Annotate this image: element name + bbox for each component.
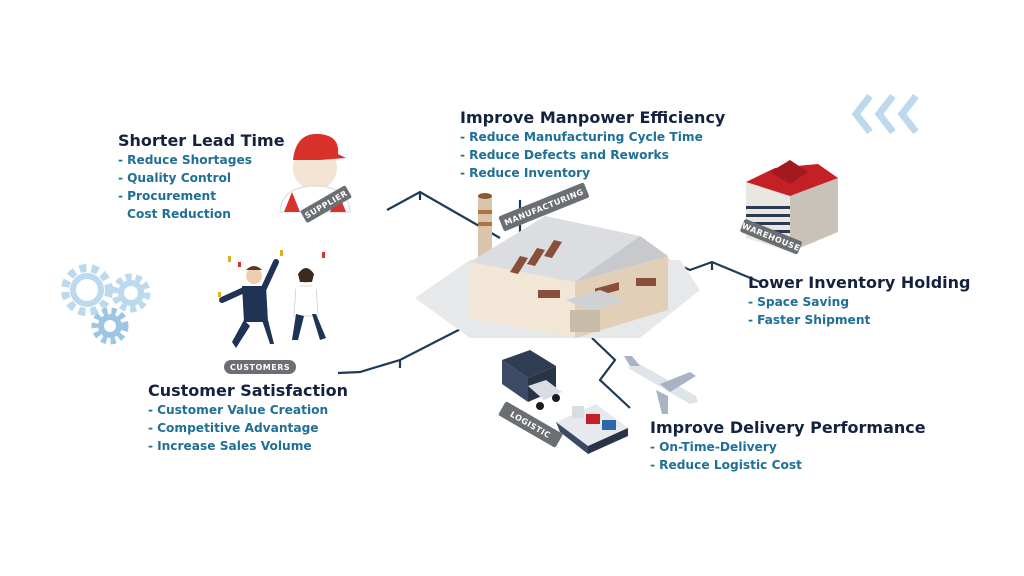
people-icon: CUSTOMERS <box>218 250 326 374</box>
factory-icon: MANUFACTURING <box>470 182 668 338</box>
list-item: Cost Reduction <box>127 207 231 221</box>
customers-label: CUSTOMERS <box>230 363 290 372</box>
list-item: -Reduce Manufacturing Cycle Time <box>460 130 703 144</box>
worker-icon: SUPPLIER <box>279 133 352 223</box>
list-item: -Increase Sales Volume <box>148 439 312 453</box>
customers-title: Customer Satisfaction <box>148 381 349 400</box>
ship-icon <box>556 404 628 454</box>
manufacturing-title: Improve Manpower Efficiency <box>460 108 726 127</box>
customers-benefits: Customer Satisfaction -Customer Value Cr… <box>148 381 348 455</box>
manufacturing-benefits: Improve Manpower Efficiency -Reduce Manu… <box>460 108 725 182</box>
gear-icon <box>61 264 151 345</box>
list-item: -Procurement <box>118 189 217 203</box>
list-item: -Reduce Logistic Cost <box>650 458 803 472</box>
list-item: -Reduce Shortages <box>118 153 252 167</box>
list-item: -Reduce Inventory <box>460 166 591 180</box>
warehouse-icon: WAREHOUSE <box>740 160 838 255</box>
supplier-benefits: Shorter Lead Time -Reduce Shortages -Qua… <box>118 131 285 223</box>
logistic-title: Improve Delivery Performance <box>650 418 926 437</box>
connector-logistic <box>591 337 631 409</box>
list-item: -Faster Shipment <box>748 313 871 327</box>
list-item: -Quality Control <box>118 171 232 185</box>
list-item: -Competitive Advantage <box>148 421 319 435</box>
warehouse-benefits: Lower Inventory Holding -Space Saving -F… <box>748 273 970 329</box>
airplane-icon <box>624 356 698 414</box>
list-item: -Reduce Defects and Reworks <box>460 148 669 162</box>
connector-customers <box>337 319 479 375</box>
list-item: -On-Time-Delivery <box>650 440 777 454</box>
list-item: -Space Saving <box>748 295 850 309</box>
chevron-left-icon <box>851 93 919 135</box>
list-item: -Customer Value Creation <box>148 403 329 417</box>
supplier-title: Shorter Lead Time <box>118 131 285 150</box>
warehouse-title: Lower Inventory Holding <box>748 273 971 292</box>
logistic-benefits: Improve Delivery Performance -On-Time-De… <box>650 418 926 474</box>
truck-icon <box>502 350 562 410</box>
